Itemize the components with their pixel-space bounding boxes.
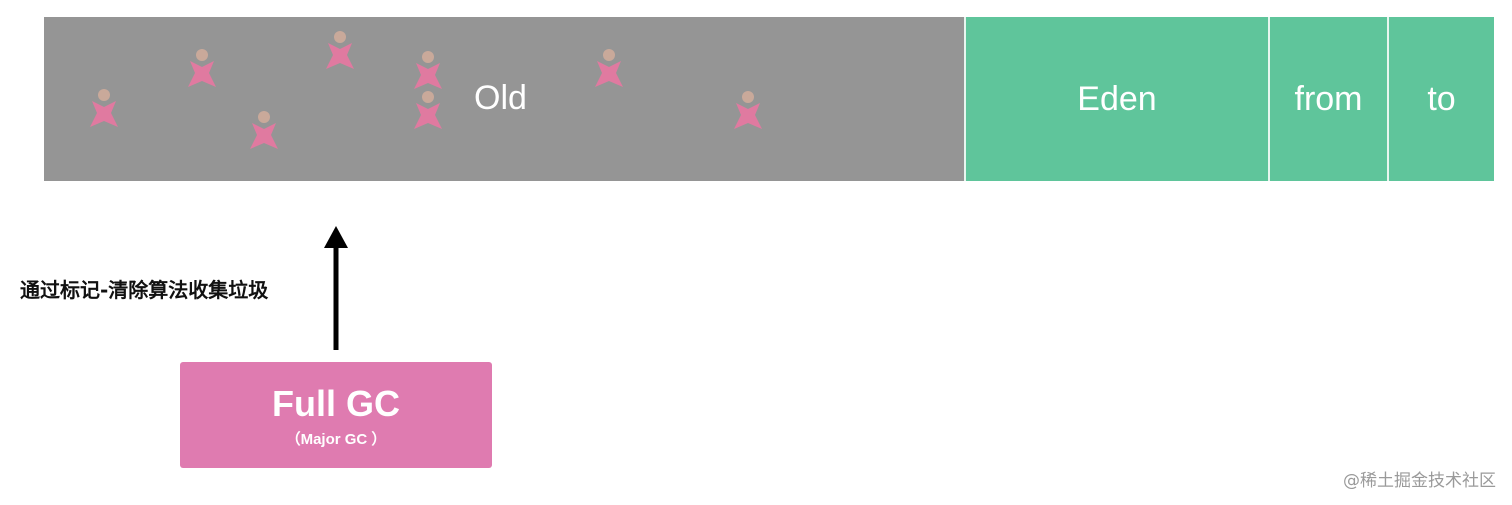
- watermark: @稀土掘金技术社区: [1343, 471, 1496, 491]
- mark-sweep-caption: 通过标记-清除算法收集垃圾: [20, 278, 269, 302]
- full-gc-title: Full GC: [272, 383, 400, 424]
- garbage-object-icon: [250, 111, 278, 149]
- from-survivor-region: from: [1268, 17, 1387, 181]
- garbage-object-icon: [734, 91, 762, 129]
- old-generation: Old: [44, 17, 964, 181]
- garbage-object-icon: [188, 49, 216, 87]
- garbage-object-icon: [595, 49, 623, 87]
- heap-memory: Old Eden from to: [44, 17, 1494, 181]
- garbage-object-icon: [326, 31, 354, 69]
- from-label: from: [1294, 79, 1363, 118]
- garbage-object-icon: [90, 89, 118, 127]
- garbage-object-icon: [414, 91, 442, 129]
- old-label: Old: [474, 79, 527, 117]
- to-label: to: [1427, 79, 1456, 118]
- eden-region: Eden: [964, 17, 1268, 181]
- eden-label: Eden: [1077, 79, 1157, 118]
- full-gc-box: Full GC （Major GC ）: [180, 362, 492, 468]
- up-arrow-icon: [324, 226, 348, 350]
- full-gc-subtitle: （Major GC ）: [285, 431, 387, 448]
- to-survivor-region: to: [1387, 17, 1494, 181]
- garbage-object-icon: [414, 51, 442, 89]
